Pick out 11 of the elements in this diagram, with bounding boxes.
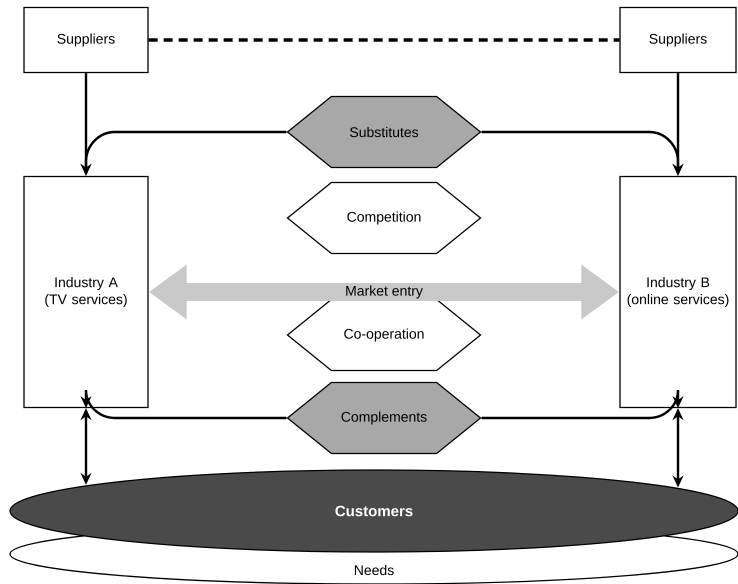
supplier-box: Suppliers [619, 6, 737, 74]
supplier-box: Suppliers [23, 6, 149, 74]
edge-label: Market entry [344, 284, 424, 300]
arrow [482, 388, 684, 420]
relation-hexagon: Competition [286, 182, 482, 254]
industry-box: Industry A (TV services) [23, 176, 149, 408]
relation-hexagon: Complements [286, 382, 482, 454]
relation-hexagon: Substitutes [286, 96, 482, 168]
connector-line [148, 38, 620, 42]
industry-box: Industry B (online services) [619, 176, 737, 408]
relation-hexagon: Co-operation [286, 298, 482, 372]
